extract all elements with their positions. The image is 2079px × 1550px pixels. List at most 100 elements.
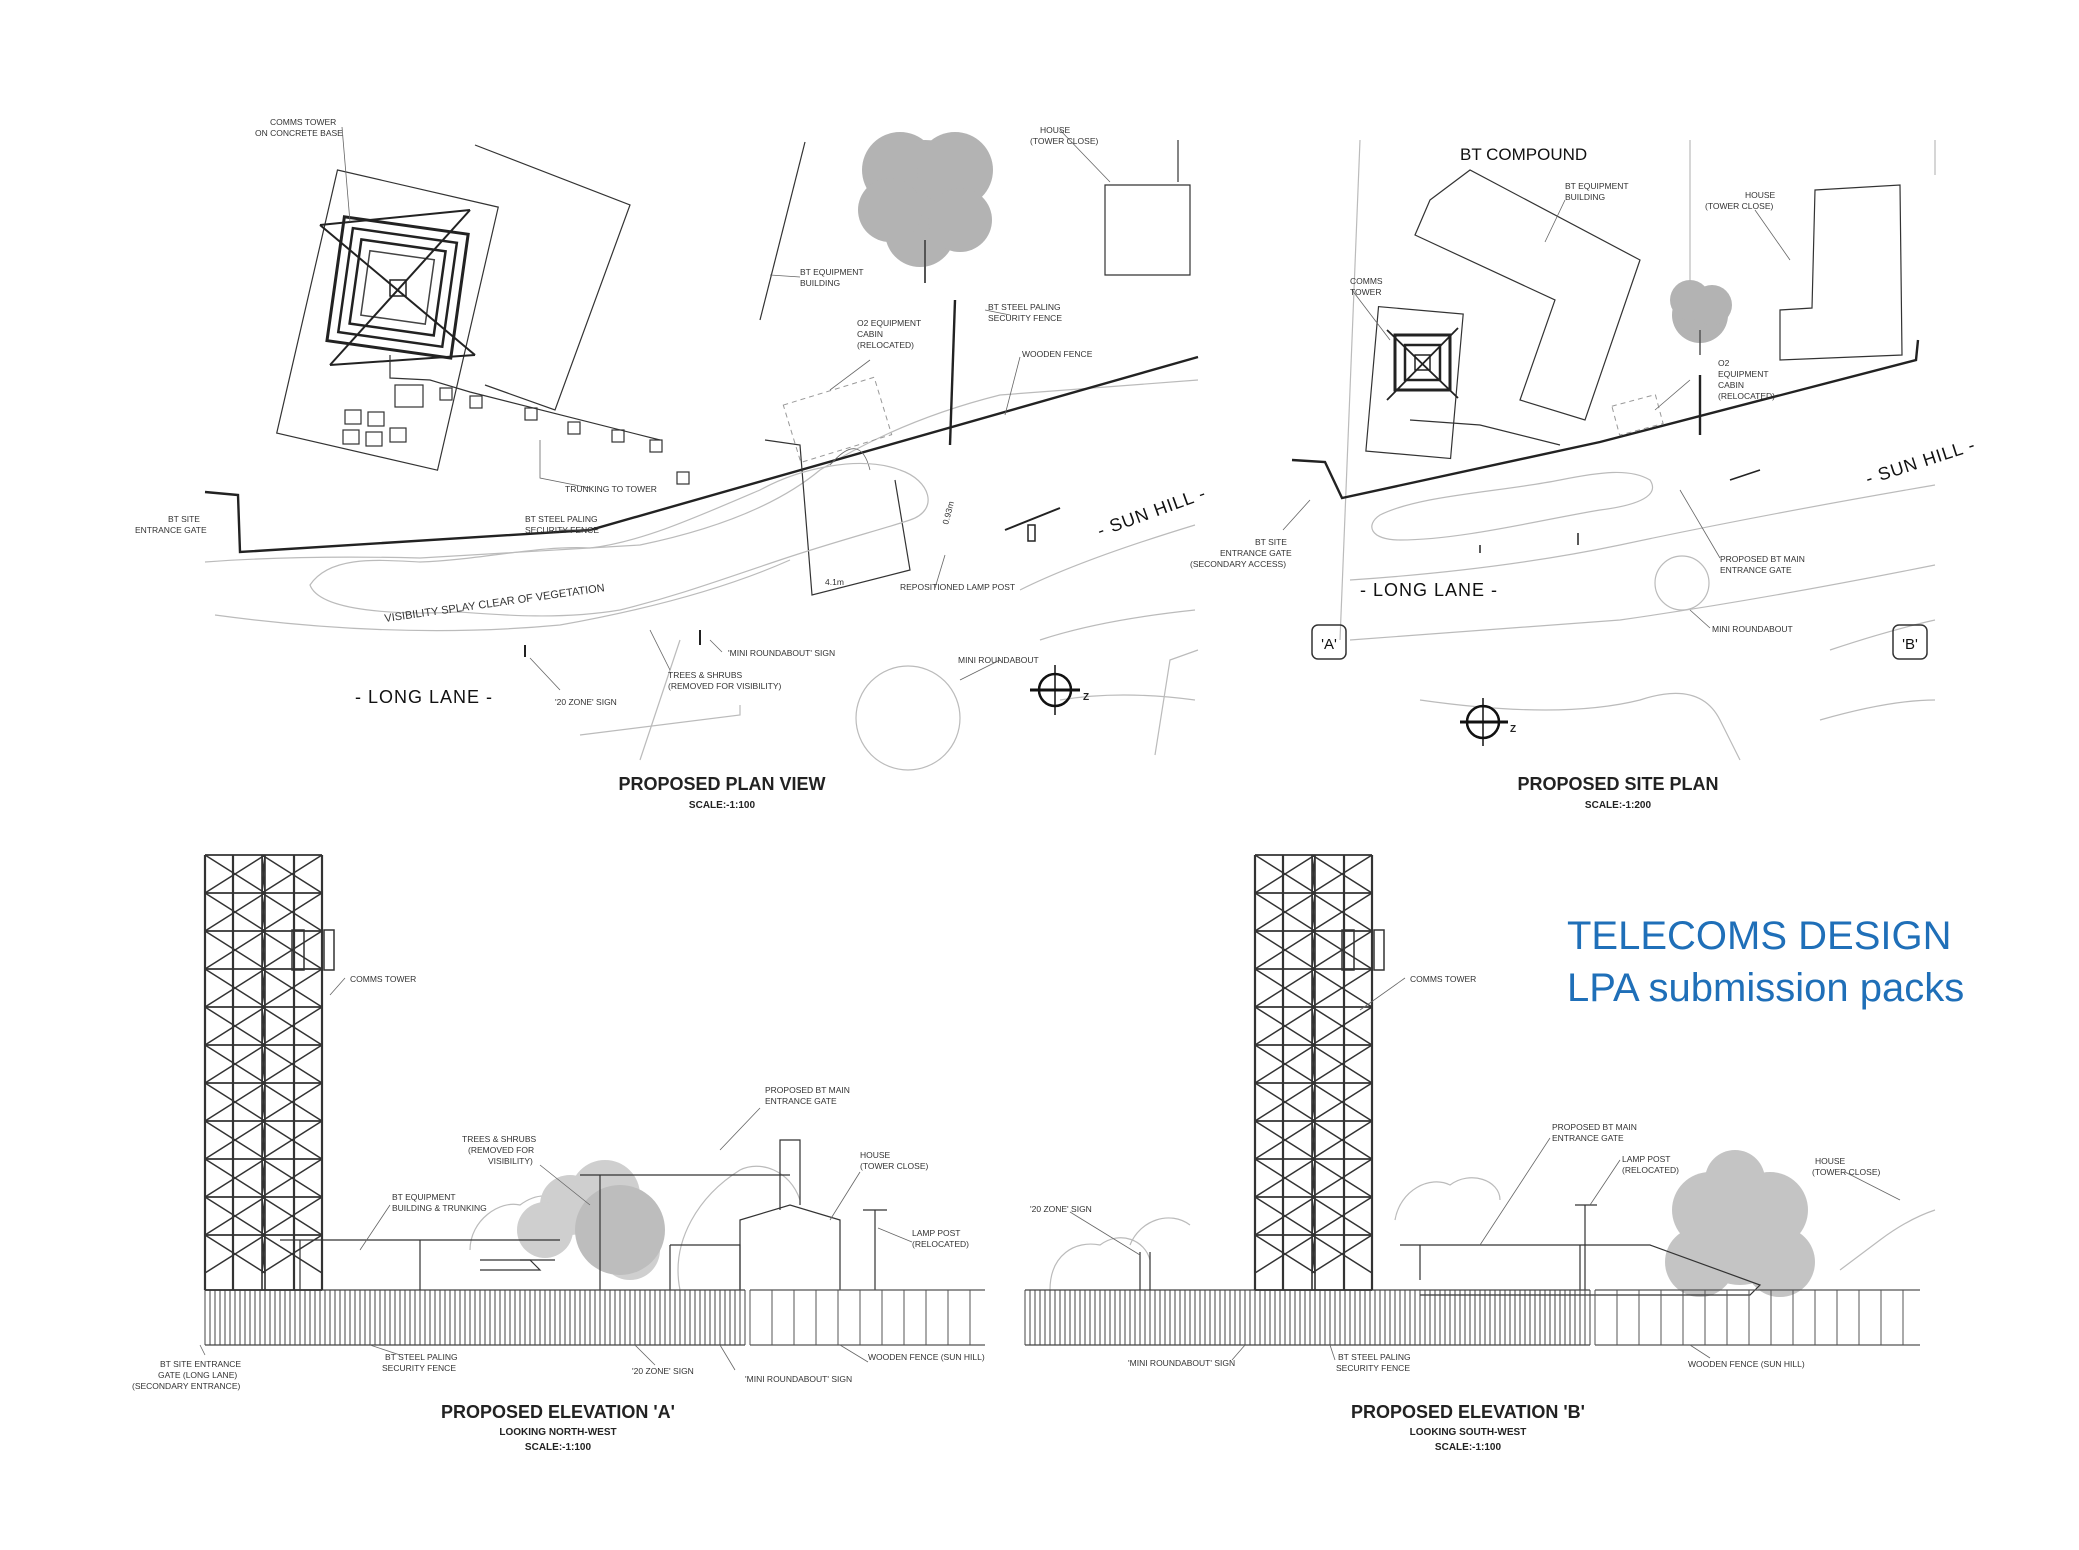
road-edge — [579, 705, 741, 736]
shrub-outline — [1129, 1217, 1191, 1246]
label-trunking: TRUNKING TO TOWER — [565, 484, 657, 494]
marker-b-label: 'B' — [1902, 636, 1918, 653]
leader-line — [1231, 1344, 1246, 1361]
label-main-gate-sub: ENTRANCE GATE — [765, 1096, 837, 1106]
bt-building-elevation-b — [1400, 1244, 1762, 1296]
elevation-a: COMMS TOWER PROPOSED BT MAIN ENTRANCE GA… — [132, 854, 985, 1453]
label-bt-building-sub: BUILDING — [800, 278, 840, 288]
site-plan-title: PROPOSED SITE PLAN — [1517, 774, 1718, 794]
tree-elevation-b — [1665, 1150, 1815, 1297]
label-main-gate: PROPOSED BT MAIN — [1720, 554, 1805, 564]
label-house-sub: (TOWER CLOSE) — [1705, 201, 1773, 211]
label-house: HOUSE — [1040, 125, 1071, 135]
label-wooden-fence: WOODEN FENCE (SUN HILL) — [1688, 1359, 1805, 1369]
sign-posts — [1139, 1252, 1151, 1290]
north-arrow-icon: Z — [1460, 698, 1516, 746]
road-label-long-lane: - LONG LANE - — [355, 687, 493, 707]
trunking — [389, 355, 661, 441]
leader-line — [341, 126, 351, 223]
dimension-b: 0.93m — [940, 500, 956, 525]
svg-text:Z: Z — [1083, 692, 1089, 703]
road-edge — [639, 639, 681, 761]
label-comms: COMMS — [1350, 276, 1383, 286]
road-label-long-lane: - LONG LANE - — [1360, 580, 1498, 600]
house-outline — [1104, 184, 1191, 276]
leader-line — [634, 1344, 656, 1366]
label-house-sub: (TOWER CLOSE) — [1030, 136, 1098, 146]
o2-cabin-site — [1611, 393, 1664, 436]
equipment-cabinets — [342, 384, 424, 447]
splay-vegetation — [309, 462, 929, 617]
bt-equipment-building-site — [1414, 169, 1641, 421]
leader-line — [829, 1171, 861, 1221]
label-lamp-post: REPOSITIONED LAMP POST — [900, 582, 1015, 592]
leader-line — [959, 659, 1001, 681]
house-outline-site — [1779, 184, 1903, 361]
label-wooden-fence: WOODEN FENCE — [1022, 349, 1093, 359]
label-house: HOUSE — [1815, 1156, 1846, 1166]
label-bt-paling: BT STEEL PALING — [525, 514, 598, 524]
label-o2: O2 EQUIPMENT — [857, 318, 921, 328]
leader-line — [1329, 1344, 1336, 1361]
label-building-sub: BUILDING & TRUNKING — [392, 1203, 487, 1213]
label-o2-4: (RELOCATED) — [1718, 391, 1775, 401]
label-bt-paling-sub: SECURITY FENCE — [525, 525, 599, 535]
label-comms-tower: COMMS TOWER — [1410, 974, 1476, 984]
bt-building — [474, 144, 631, 411]
leader-line — [1679, 489, 1721, 559]
label-roundabout-sign: 'MINI ROUNDABOUT' SIGN — [728, 648, 835, 658]
mini-roundabout — [1654, 555, 1710, 611]
plan-view-title: PROPOSED PLAN VIEW — [618, 774, 825, 794]
label-house: HOUSE — [1745, 190, 1776, 200]
road-edge — [1819, 699, 1936, 721]
fence-return — [948, 299, 957, 446]
dimension-a: 4.1m — [825, 577, 844, 587]
shrub-outline — [677, 1165, 801, 1291]
house-outline — [580, 1174, 790, 1290]
label-o2: O2 — [1718, 358, 1730, 368]
label-mini-roundabout: MINI ROUNDABOUT — [1712, 624, 1793, 634]
concrete-base — [276, 169, 499, 471]
tower-plan — [319, 209, 476, 366]
leader-line — [1359, 977, 1406, 1011]
leader-line — [829, 359, 871, 391]
leader-line — [1351, 289, 1391, 341]
label-steel-paling: BT STEEL PALING — [1338, 1352, 1411, 1362]
label-o2-3: (RELOCATED) — [857, 340, 914, 350]
road-edge — [1019, 524, 1196, 591]
leader-line — [1844, 1171, 1901, 1201]
brand-caption: TELECOMS DESIGN LPA submission packs — [1567, 910, 1964, 1014]
leader-line — [719, 1344, 736, 1371]
boundary-line — [759, 141, 806, 321]
leader-line — [839, 1344, 869, 1363]
shrub-outline — [1394, 1177, 1501, 1221]
label-zone-sign: '20 ZONE' SIGN — [555, 697, 617, 707]
label-trees-sub: (REMOVED FOR — [468, 1145, 534, 1155]
label-site-gate-sub2: (SECONDARY ENTRANCE) — [132, 1381, 240, 1391]
label-visibility-splay: VISIBILITY SPLAY CLEAR OF VEGETATION — [384, 582, 606, 625]
leader-line — [719, 1107, 761, 1151]
label-main-gate-sub: ENTRANCE GATE — [1720, 565, 1792, 575]
leader-line — [359, 1204, 391, 1251]
label-site-gate-sub: GATE (LONG LANE) — [158, 1370, 237, 1380]
tower-elevation-a — [203, 854, 335, 1291]
road-edge — [1419, 692, 1741, 761]
label-bt-building-sub: BUILDING — [1565, 192, 1605, 202]
road-edge — [1154, 649, 1199, 756]
trunking-boxes — [439, 387, 690, 485]
road-edge — [1039, 609, 1196, 641]
security-fence-site — [1291, 339, 1920, 500]
compound-base — [1365, 305, 1464, 460]
label-lamp: LAMP POST — [1622, 1154, 1671, 1164]
elevation-a-title: PROPOSED ELEVATION 'A' — [441, 1402, 675, 1422]
lamp-post — [1575, 1204, 1597, 1290]
label-building: BT EQUIPMENT — [392, 1192, 456, 1202]
leader-line — [1069, 1211, 1141, 1256]
north-arrow-icon: Z — [1030, 665, 1089, 715]
leader-line — [199, 1344, 206, 1356]
label-bt-site-sub2: (SECONDARY ACCESS) — [1190, 559, 1286, 569]
elevation-b-title: PROPOSED ELEVATION 'B' — [1351, 1402, 1585, 1422]
lamp-post-site — [1729, 469, 1761, 481]
leader-line — [369, 1344, 401, 1356]
